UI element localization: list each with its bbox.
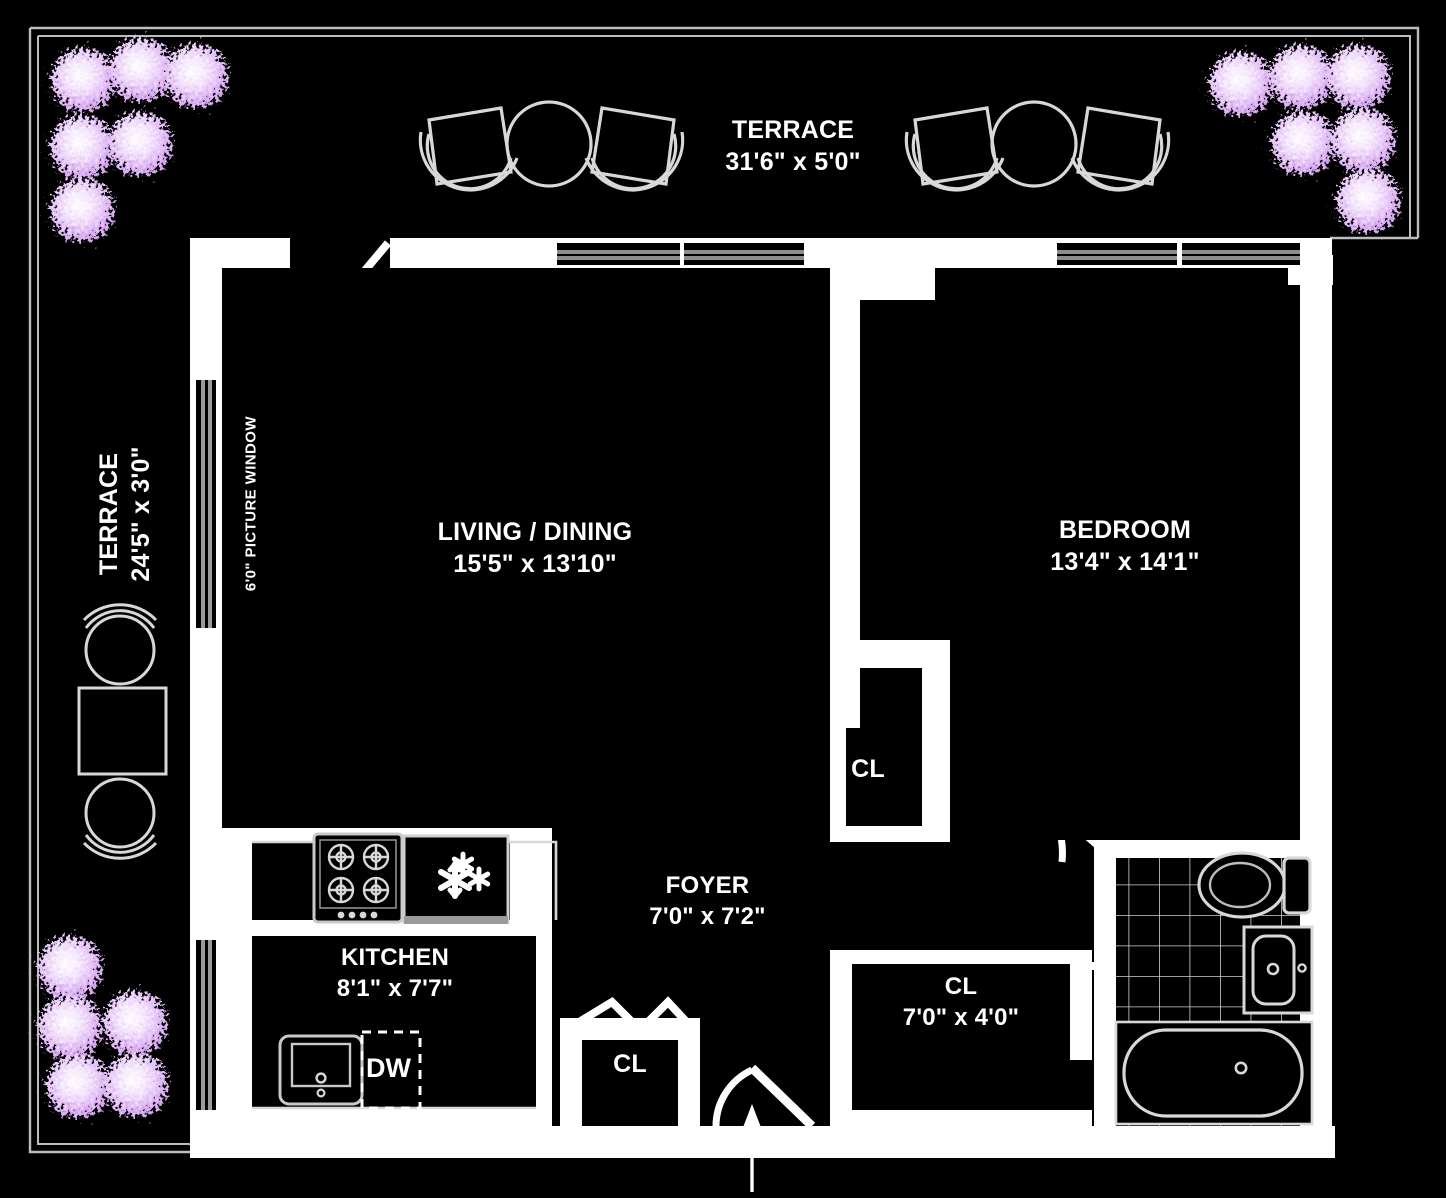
bathroom <box>1114 851 1314 1126</box>
closet-entry <box>560 996 700 1126</box>
kitchen-sink <box>278 1034 364 1106</box>
round-patio-table <box>990 100 1078 188</box>
toilet <box>1197 851 1312 919</box>
round-patio-table <box>505 100 593 188</box>
bathroom-vanity-sink <box>1242 925 1314 1015</box>
apartment-walls <box>190 238 1335 1158</box>
dishwasher <box>360 1030 422 1110</box>
window-north-bedroom <box>1057 243 1300 265</box>
picture-window-west <box>196 380 216 1110</box>
dishwasher-label: DW <box>366 1053 411 1083</box>
room-floor-fills <box>222 268 1300 1126</box>
bathtub <box>1114 1020 1314 1126</box>
terrace-plants-northwest <box>51 39 227 241</box>
terrace-plants-southwest <box>39 937 167 1117</box>
refrigerator <box>402 834 510 924</box>
entry-door-arrow <box>742 1104 762 1192</box>
terrace-furniture-north-left <box>418 100 685 192</box>
range-cooktop <box>312 832 404 924</box>
snowflake-icon <box>438 851 491 899</box>
terrace-plants-northeast <box>1210 46 1399 232</box>
kitchen-fixtures <box>252 832 558 1110</box>
window-north-living <box>557 243 804 265</box>
square-patio-table <box>77 686 168 776</box>
terrace-furniture-west <box>77 603 168 860</box>
entry-door <box>712 1064 816 1130</box>
terrace-furniture-north-right <box>904 100 1171 192</box>
